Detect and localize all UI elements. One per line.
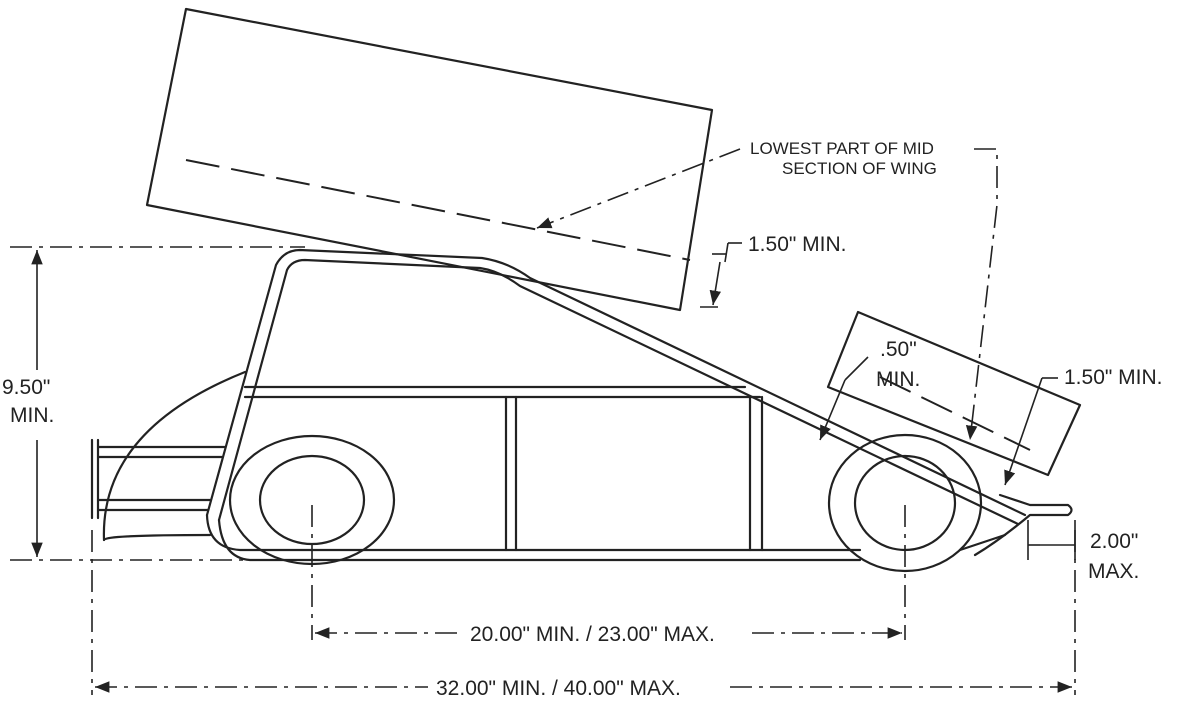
nose-height-value: 2.00": [1090, 530, 1138, 553]
wing-note-line1: LOWEST PART OF MID: [750, 139, 934, 158]
rear-tail: [90, 370, 247, 542]
roll-cage: [205, 248, 1073, 562]
front-wing-gap-dimension: [819, 356, 869, 441]
front-wing-clearance-dimension: [1004, 377, 1058, 486]
wheelbase-label: 20.00" MIN. / 23.00" MAX.: [470, 623, 715, 646]
wing-note-line2: SECTION OF WING: [782, 159, 937, 178]
top-wing: [145, 7, 714, 312]
wing-note-leader: [536, 148, 998, 441]
overall-length-label: 32.00" MIN. / 40.00" MAX.: [436, 677, 681, 700]
height-label-value: 9.50": [2, 376, 50, 399]
overall-length-dimension: [91, 530, 1076, 695]
front-wing-gap-value: .50": [880, 338, 917, 361]
wing-gap-dimension: [700, 242, 742, 308]
wing-gap-label: 1.50" MIN.: [748, 233, 847, 256]
rear-wheel: [228, 434, 396, 566]
nose-height-max: MAX.: [1088, 560, 1139, 583]
nose-height-dimension: [1027, 520, 1076, 560]
front-wing-gap-min: MIN.: [876, 368, 920, 391]
front-wing-clearance-label: 1.50" MIN.: [1064, 366, 1163, 389]
height-dimension: [10, 246, 305, 561]
front-wing: [826, 310, 1082, 477]
height-label-min: MIN.: [10, 404, 54, 427]
